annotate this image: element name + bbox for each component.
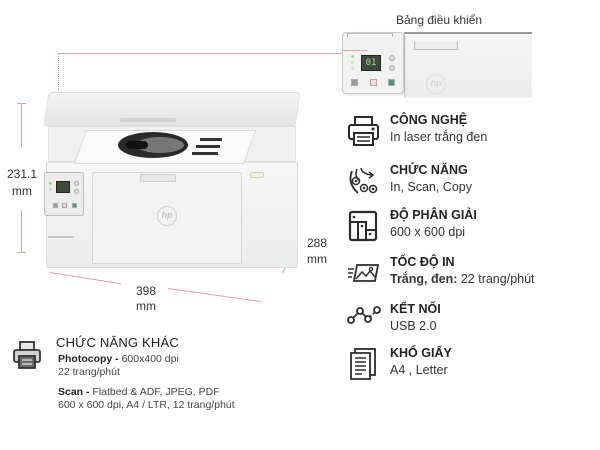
spec-paper-size: KHỔ GIẤY A4 , Letter — [346, 346, 596, 386]
spec-resolution: ĐỘ PHÂN GIẢI 600 x 600 dpi — [346, 208, 596, 248]
closeup-lid-handle — [414, 42, 458, 50]
printer-tray-handle — [140, 174, 176, 182]
spec-title: KẾT NỐI — [390, 302, 441, 316]
spec-functions: CHỨC NĂNG In, Scan, Copy — [346, 163, 596, 203]
width-dimension-unit: mm — [136, 299, 156, 313]
closeup-led — [351, 67, 354, 70]
printer-icon — [348, 116, 379, 146]
scan-value: Flatbed & ADF, JPEG, PDF — [89, 386, 220, 398]
spec-print-speed: TỐC ĐỘ IN Trắng, đen: 22 trang/phút — [346, 255, 596, 295]
photocopy-spec: Photocopy - 600x400 dpi — [58, 353, 179, 365]
closeup-guide-line — [342, 50, 368, 51]
printer-key — [74, 181, 79, 186]
closeup-key-menu — [351, 79, 358, 86]
paper-text-line — [192, 152, 218, 155]
spec-value: In laser trắng đen — [390, 130, 488, 144]
scan-label: Scan - — [58, 386, 90, 398]
closeup-panel: 01 — [342, 32, 404, 94]
height-dimension-line-top — [21, 103, 22, 147]
photocopy-value: 600x400 dpi — [118, 353, 179, 365]
paper-graphic-label — [126, 141, 148, 149]
spec-value: 600 x 600 dpi — [390, 225, 466, 239]
width-dimension-line-left — [49, 272, 122, 285]
spec-title: CÔNG NGHỆ — [390, 113, 468, 127]
control-panel-caption: Bảng điều khiển — [396, 13, 483, 27]
spec-title: ĐỘ PHÂN GIẢI — [390, 208, 477, 222]
printer-icon — [13, 341, 41, 369]
printer-led — [49, 182, 52, 185]
gears-icon — [349, 167, 378, 194]
printer-illustration: hp — [40, 88, 302, 270]
spec-title: KHỔ GIẤY — [390, 346, 452, 360]
resolution-icon — [348, 210, 378, 242]
spec-technology: CÔNG NGHỆ In laser trắng đen — [346, 113, 596, 153]
height-dimension-value: 231.1 — [6, 167, 38, 181]
spec-value: USB 2.0 — [390, 319, 437, 333]
height-dimension-tick-bottom — [17, 252, 26, 253]
paper-graphic-disc-inner — [136, 137, 184, 153]
connection-icon — [347, 306, 381, 324]
scan-spec: Scan - Flatbed & ADF, JPEG, PDF — [58, 386, 220, 398]
closeup-led — [351, 61, 354, 64]
closeup-key-down — [389, 65, 395, 71]
printer-status-button — [250, 172, 264, 178]
print-speed-icon — [348, 264, 380, 282]
width-dimension-line-right — [167, 288, 262, 303]
printer-key — [53, 203, 58, 208]
paper-text-line — [196, 145, 220, 148]
depth-dimension-unit: mm — [307, 252, 327, 266]
depth-dimension-value: 288 — [306, 236, 328, 250]
closeup-key-up — [389, 55, 395, 61]
closeup-lcd-display: 01 — [361, 55, 381, 71]
spec-value: Trắng, đen: 22 trang/phút — [390, 272, 535, 286]
width-dimension-value: 398 — [135, 284, 157, 298]
printer-led — [49, 188, 52, 191]
spec-value-bold: Trắng, đen: — [390, 272, 458, 286]
closeup-key-cancel — [370, 79, 377, 86]
panel-guide-line-horizontal — [58, 53, 350, 54]
closeup-hp-logo: hp — [426, 74, 446, 94]
spec-connectivity: KẾT NỐI USB 2.0 — [346, 302, 596, 342]
printer-key — [74, 189, 79, 194]
scan-detail: 600 x 600 dpi, A4 / LTR, 12 trang/phút — [58, 399, 235, 411]
printer-lcd-display — [56, 181, 70, 193]
hp-logo: hp — [157, 206, 177, 226]
height-dimension-line-bottom — [21, 210, 22, 252]
spec-value: In, Scan, Copy — [390, 180, 472, 194]
control-panel-closeup: hp 01 — [342, 30, 532, 100]
printer-lid-handle — [120, 118, 176, 122]
height-dimension-tick-top — [17, 103, 26, 104]
printer-key — [72, 203, 77, 208]
printer-model-label — [48, 236, 74, 238]
printer-control-panel — [44, 172, 84, 216]
paper-size-icon — [350, 348, 376, 380]
closeup-led — [351, 55, 354, 58]
spec-value: A4 , Letter — [390, 363, 448, 377]
height-dimension-unit: mm — [12, 184, 32, 198]
photocopy-speed: 22 trang/phút — [58, 366, 120, 378]
closeup-panel-top — [347, 33, 393, 37]
spec-value-rest: 22 trang/phút — [457, 272, 535, 286]
spec-title: TỐC ĐỘ IN — [390, 255, 455, 269]
spec-title: CHỨC NĂNG — [390, 163, 468, 177]
printer-key — [62, 203, 67, 208]
photocopy-label: Photocopy - — [58, 353, 119, 365]
other-features-title: CHỨC NĂNG KHÁC — [56, 335, 179, 350]
closeup-key-start — [388, 79, 395, 86]
paper-text-line — [200, 138, 222, 141]
